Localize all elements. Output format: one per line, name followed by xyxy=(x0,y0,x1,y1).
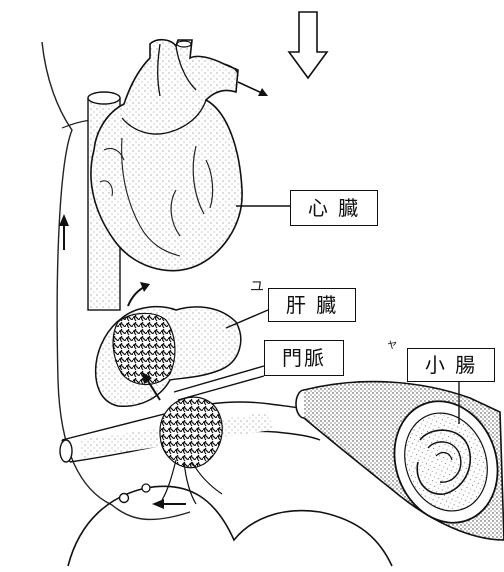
small-intestine-illustration xyxy=(296,382,504,540)
return-flow-arrow-icon xyxy=(152,499,186,509)
small-intestine-label: 小 腸 xyxy=(407,348,495,382)
upward-flow-arrow-icon xyxy=(59,214,69,250)
outflow-arrow-icon xyxy=(238,82,268,96)
heart-illustration xyxy=(91,40,242,271)
vessel-junction xyxy=(120,494,129,503)
stray-mark-intestine: ャ xyxy=(386,338,398,350)
liver-label: 肝 臓 xyxy=(268,288,356,322)
hepatic-vein-arrow-icon xyxy=(128,282,150,306)
downward-hollow-arrow-icon xyxy=(289,12,327,78)
portal-leader-line-b xyxy=(178,376,264,400)
lower-vessel-curve xyxy=(68,486,392,566)
heart-label: 心 臓 xyxy=(290,190,378,226)
liver-illustration xyxy=(96,307,241,407)
stray-mark-liver: ユ xyxy=(250,280,264,294)
portal-vein-label: 門脈 xyxy=(264,340,344,376)
